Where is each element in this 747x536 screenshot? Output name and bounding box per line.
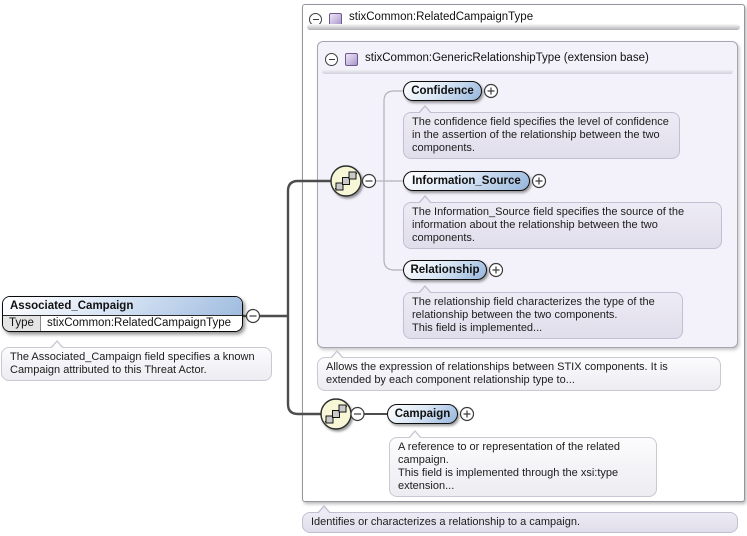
header-divider: [307, 24, 740, 30]
inner-box-title: stixCommon:GenericRelationshipType (exte…: [365, 52, 649, 64]
element-information-source[interactable]: Information_Source: [403, 171, 530, 191]
annotation-root: The Associated_Campaign field specifies …: [1, 340, 272, 381]
root-element-associated-campaign[interactable]: Associated_Campaign Type stixCommon:Rela…: [2, 296, 243, 332]
element-confidence[interactable]: Confidence: [403, 81, 482, 101]
root-element-name: Associated_Campaign: [3, 297, 242, 316]
related-campaign-type-box: stixCommon:RelatedCampaignType stixCommo…: [302, 4, 745, 502]
annotation-outer-type: Identifies or characterizes a relationsh…: [302, 505, 738, 533]
element-campaign[interactable]: Campaign: [387, 404, 458, 424]
annotation-information-source: The Information_Source field specifies t…: [403, 195, 722, 249]
root-type-row: Type stixCommon:RelatedCampaignType: [3, 316, 242, 331]
header-divider: [322, 69, 733, 74]
annotation-confidence: The confidence field specifies the level…: [403, 105, 680, 159]
element-relationship[interactable]: Relationship: [403, 260, 487, 280]
outer-box-title: stixCommon:RelatedCampaignType: [349, 11, 534, 23]
annotation-relationship: The relationship field characterizes the…: [403, 285, 683, 339]
type-label: Type: [3, 316, 41, 331]
complex-type-icon: [345, 53, 358, 66]
type-value: stixCommon:RelatedCampaignType: [40, 316, 238, 331]
collapse-icon[interactable]: [245, 308, 261, 324]
annotation-extension-base: Allows the expression of relationships b…: [317, 350, 721, 391]
annotation-campaign: A reference to or representation of the …: [389, 430, 657, 497]
collapse-icon[interactable]: [325, 53, 338, 66]
